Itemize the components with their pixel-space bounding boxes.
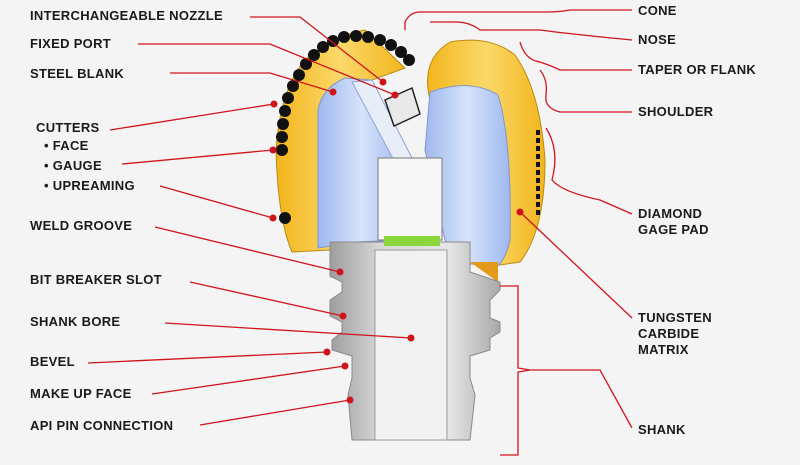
label-api-pin-connection: API PIN CONNECTION — [30, 418, 173, 433]
label-cone: CONE — [638, 3, 677, 18]
bore-tube — [377, 157, 443, 241]
label-cutters: CUTTERS — [36, 120, 100, 135]
label-nose: NOSE — [638, 32, 676, 47]
label-taper-or-flank: TAPER OR FLANK — [638, 62, 756, 77]
label-diamond-line1: DIAMOND — [638, 206, 702, 221]
label-bit-breaker-slot: BIT BREAKER SLOT — [30, 272, 162, 287]
label-diamond-line2: GAGE PAD — [638, 222, 709, 237]
shank-bore — [374, 249, 448, 441]
label-shank-bore: SHANK BORE — [30, 314, 120, 329]
label-face: • FACE — [44, 138, 89, 153]
label-weld-groove: WELD GROOVE — [30, 218, 132, 233]
cutters — [276, 30, 415, 224]
left-leaders — [87, 16, 415, 426]
label-bevel: BEVEL — [30, 354, 75, 369]
label-shoulder: SHOULDER — [638, 104, 714, 119]
label-tungsten-line3: MATRIX — [638, 342, 689, 357]
label-make-up-face: MAKE UP FACE — [30, 386, 132, 401]
label-fixed-port: FIXED PORT — [30, 36, 111, 51]
label-steel-blank: STEEL BLANK — [30, 66, 124, 81]
weld-groove-right — [470, 262, 498, 282]
label-upreaming: • UPREAMING — [44, 178, 135, 193]
label-interchangeable-nozzle: INTERCHANGEABLE NOZZLE — [30, 8, 223, 23]
steel-blank-right — [424, 85, 511, 269]
label-tungsten-line1: TUNGSTEN — [638, 310, 712, 325]
label-gauge: • GAUGE — [44, 158, 102, 173]
bore-green-ring — [384, 236, 440, 246]
right-leaders — [404, 9, 633, 456]
label-tungsten-line2: CARBIDE — [638, 326, 699, 341]
label-shank: SHANK — [638, 422, 686, 437]
